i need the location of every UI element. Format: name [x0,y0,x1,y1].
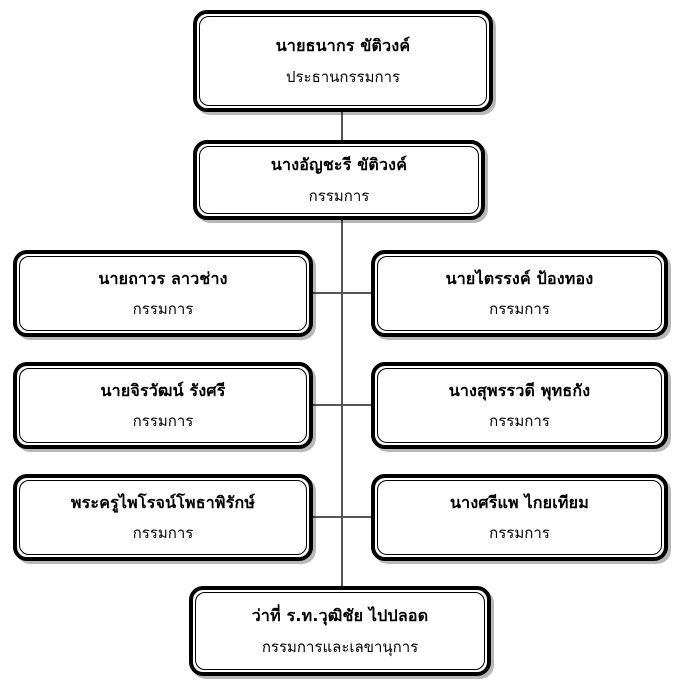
node-name: นายธนากร ขัติวงค์ [275,36,411,56]
node-name: นางสุพรรวดี พุทธกัง [448,380,591,400]
node-name: นางศรีแพ ไกยเทียม [450,492,589,512]
org-node-member-3[interactable]: นายจิรวัฒน์ รังศรี กรรมการ [13,362,313,449]
connector-trunk-vertical [341,220,343,586]
node-role: ประธานกรรมการ [285,67,401,86]
node-inner-frame [199,16,487,106]
node-name: นายถาวร ลาวช่าง [98,268,228,288]
connector-chairman-to-vice [341,112,343,140]
node-role: กรรมการ [489,300,550,319]
org-node-member-4[interactable]: นางสุพรรวดี พุทธกัง กรรมการ [371,362,668,449]
org-node-vice-chairman[interactable]: นางอัญชะรี ขัติวงค์ กรรมการ [193,140,485,220]
node-name: นางอัญชะรี ขัติวงค์ [270,155,408,175]
org-node-member-6[interactable]: นางศรีแพ ไกยเทียม กรรมการ [371,474,668,561]
node-inner-frame [195,592,485,670]
org-node-chairman[interactable]: นายธนากร ขัติวงค์ ประธานกรรมการ [193,10,493,112]
node-name: นายไตรรงค์ ป้องทอง [445,268,594,288]
node-role: กรรมการ [489,412,550,431]
node-name: นายจิรวัฒน์ รังศรี [100,380,226,400]
node-role: กรรมการ [308,186,370,205]
connector-row-3-horizontal [313,516,371,518]
org-node-member-5[interactable]: พระครูไพโรจน์โพธาพิรักษ์ กรรมการ [13,474,313,561]
org-node-member-1[interactable]: นายถาวร ลาวช่าง กรรมการ [13,250,313,337]
connector-row-1-horizontal [313,292,371,294]
org-node-member-2[interactable]: นายไตรรงค์ ป้องทอง กรรมการ [371,250,668,337]
node-role: กรรมการและเลขานุการ [261,637,419,656]
node-role: กรรมการ [132,524,194,543]
node-role: กรรมการ [132,412,194,431]
org-node-secretary[interactable]: ว่าที่ ร.ท.วุฒิชัย ไปปลอด กรรมการและเลขา… [189,586,491,676]
node-name: ว่าที่ ร.ท.วุฒิชัย ไปปลอด [251,606,429,626]
node-role: กรรมการ [489,524,550,543]
connector-row-2-horizontal [313,404,371,406]
node-role: กรรมการ [132,300,194,319]
node-name: พระครูไพโรจน์โพธาพิรักษ์ [70,492,256,512]
